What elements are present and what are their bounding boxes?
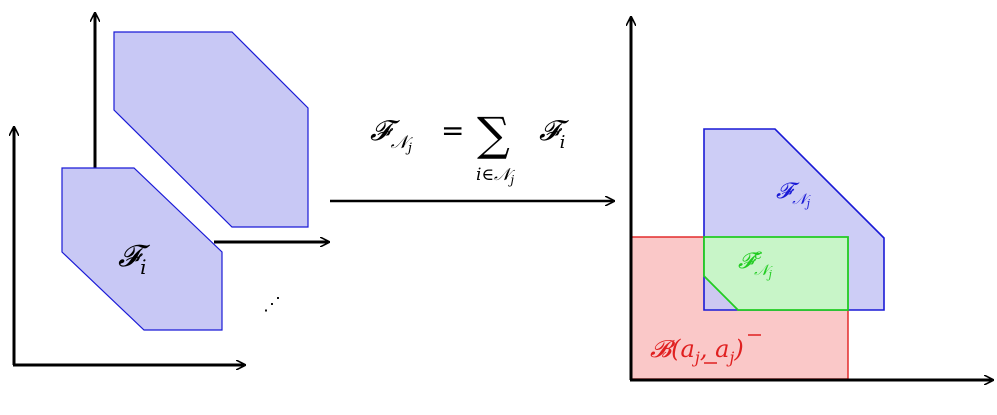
equation-lhs: 𝓕𝒩j <box>370 114 414 156</box>
equation-rhs: 𝓕i <box>539 114 569 153</box>
equation-sum-symbol: ∑ <box>477 107 510 161</box>
equation-group: 𝓕𝒩j = ∑ i∈𝒩j 𝓕i <box>330 107 613 201</box>
bounding-box-label: 𝓑(aj, aj) <box>650 334 761 367</box>
equation-equals: = <box>441 114 464 147</box>
front-polytope <box>61 167 223 331</box>
ellipsis-dots: ⋰ <box>263 294 281 315</box>
svg-text:𝓑(aj, aj): 𝓑(aj, aj) <box>650 335 744 367</box>
intersection-region <box>703 236 849 311</box>
back-polytope <box>113 31 309 228</box>
left-axes-group: 𝓕i ⋰ <box>13 14 328 365</box>
equation-sum-index: i∈𝒩j <box>476 165 516 187</box>
